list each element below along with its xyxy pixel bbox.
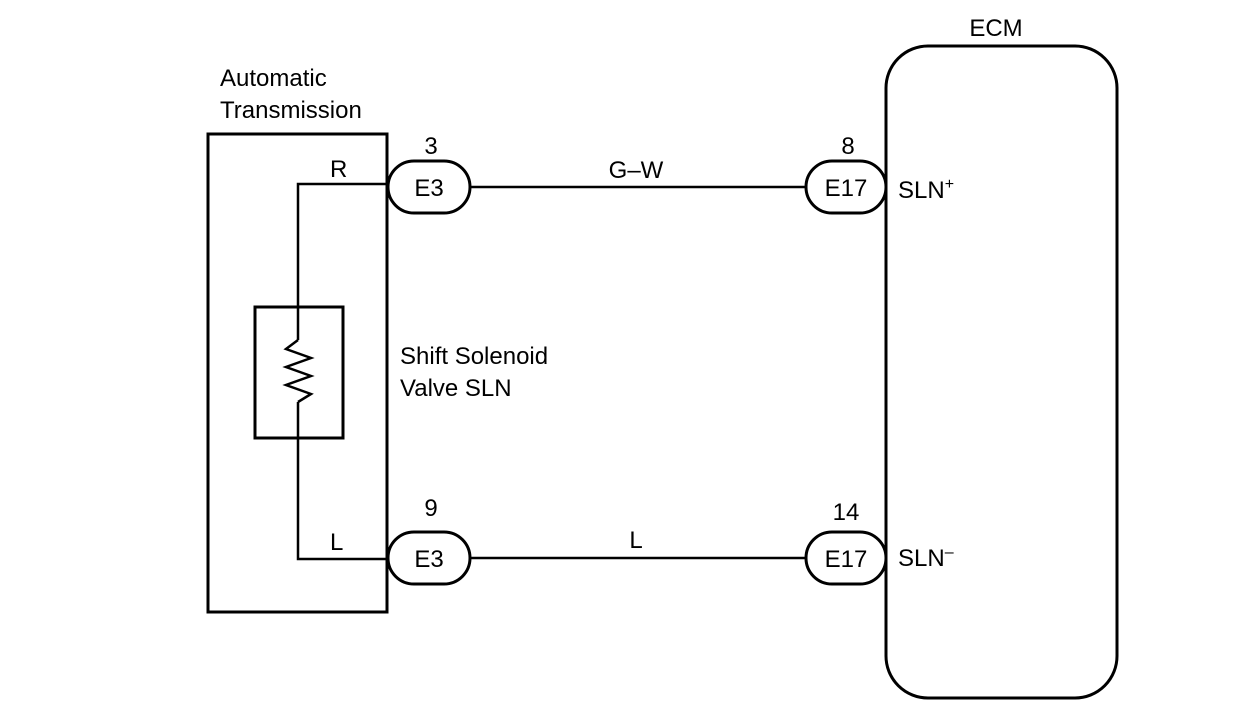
ecm-pin-top: 8 — [841, 133, 854, 160]
ecm-terminal-top-name: SLN — [898, 177, 945, 204]
ecm-box — [884, 44, 1119, 700]
harness-color-top: G–W — [609, 157, 664, 184]
at-wire-color-bottom: L — [330, 529, 343, 556]
ecm-terminal-top-sign: + — [945, 176, 954, 193]
ecm-title: ECM — [969, 15, 1022, 42]
ecm-terminal-bottom-sign: – — [945, 544, 954, 561]
solenoid-label-line2: Valve SLN — [400, 375, 512, 402]
ecm-connector-top-label: E17 — [825, 175, 868, 202]
at-wire-color-top: R — [330, 156, 347, 183]
internal-wire-bottom — [296, 402, 388, 561]
solenoid-coil-icon — [282, 339, 315, 404]
ecm-terminal-top: SLN+ — [898, 176, 954, 204]
ecm-pin-bottom: 14 — [833, 499, 860, 526]
at-connector-top-label: E3 — [414, 175, 443, 202]
ecm-terminal-bottom: SLN– — [898, 544, 954, 572]
at-title-line2: Transmission — [220, 97, 362, 124]
ecm-connector-bottom — [804, 530, 888, 586]
at-pin-top: 3 — [424, 133, 437, 160]
at-pin-bottom: 9 — [424, 495, 437, 522]
at-module-box — [206, 132, 389, 614]
ecm-terminal-bottom-name: SLN — [898, 545, 945, 572]
at-connector-top — [386, 159, 472, 215]
ecm-connector-bottom-label: E17 — [825, 546, 868, 573]
harness-color-bottom: L — [629, 527, 642, 554]
solenoid-label-line1: Shift Solenoid — [400, 343, 548, 370]
ecm-connector-top — [804, 159, 888, 215]
at-title-line1: Automatic — [220, 65, 327, 92]
at-connector-bottom-label: E3 — [414, 546, 443, 573]
internal-wire-top — [296, 182, 388, 340]
at-connector-bottom — [386, 530, 472, 586]
solenoid-body — [253, 305, 345, 440]
